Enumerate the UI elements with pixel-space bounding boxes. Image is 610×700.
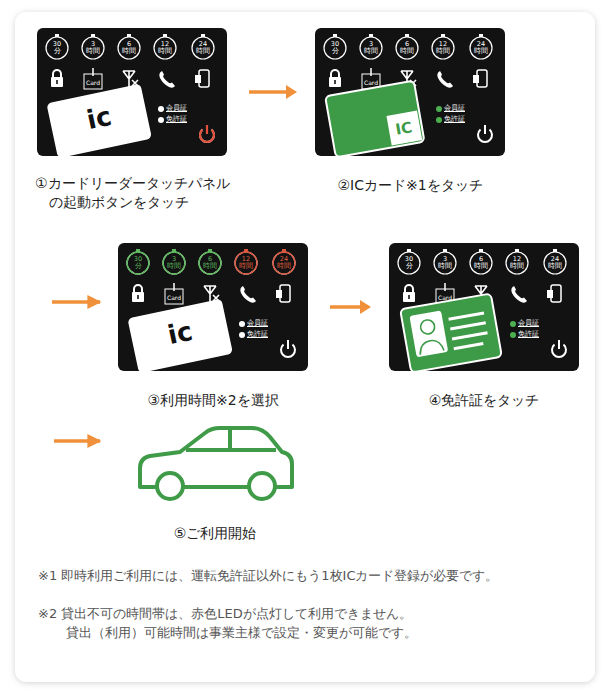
mode-label: 免許証 — [166, 116, 187, 123]
timer-label: 12 時間 — [239, 256, 253, 270]
panel-step: 30 分3 時間6 時間12 時間24 時間Card会員証免許証④免許証をタッチ — [389, 243, 579, 371]
timer-label: 3 時間 — [364, 41, 378, 55]
footnote: ※1 即時利用ご利用には、運転免許証以外にもう1枚ICカード登録が必要です。 — [38, 566, 568, 585]
icon-label: Card — [436, 295, 454, 301]
mode-label: 会員証 — [444, 105, 465, 112]
card-label: ic — [84, 103, 113, 133]
timer-label: 12 時間 — [436, 41, 450, 55]
timer-label: 30 分 — [402, 256, 416, 270]
arrow-head — [360, 300, 371, 314]
car-step: ⑤ご利用開始 — [135, 420, 295, 520]
card-label: ic — [165, 318, 194, 348]
panel-step: 30 分3 時間6 時間12 時間24 時間Cardic会員証免許証③利用時間※… — [118, 243, 308, 371]
timer-label: 24 時間 — [548, 256, 562, 270]
timer-label: 12 時間 — [510, 256, 524, 270]
timer-label: 24 時間 — [196, 41, 210, 55]
timer-label: 24 時間 — [474, 41, 488, 55]
footnote: 貸出（利用）可能時間は事業主様で設定・変更が可能です。 — [66, 623, 586, 642]
panel-step: 30 分3 時間6 時間12 時間24 時間Cardic会員証免許証①カードリー… — [37, 28, 227, 156]
timer-label: 6 時間 — [122, 41, 136, 55]
step-caption: ④免許証をタッチ — [354, 391, 610, 410]
timer-label: 6 時間 — [400, 41, 414, 55]
mode-label: 会員証 — [247, 320, 268, 327]
mode-label: 会員証 — [166, 105, 187, 112]
icon-label: Card — [362, 80, 380, 86]
timer-label: 3 時間 — [167, 256, 181, 270]
timer-label: 30 分 — [50, 41, 64, 55]
timer-label: 30 分 — [131, 256, 145, 270]
icon-label: Card — [84, 80, 102, 86]
timer-label: 3 時間 — [86, 41, 100, 55]
icon-label: Card — [165, 295, 183, 301]
flow-arrow — [330, 305, 362, 309]
step-caption: ①カードリーダータッチパネルの起動ボタンをタッチ — [35, 174, 233, 212]
card-label: IC — [395, 120, 414, 138]
timer-label: 12 時間 — [158, 41, 172, 55]
timer-label: 3 時間 — [438, 256, 452, 270]
timer-label: 6 時間 — [203, 256, 217, 270]
mode-label: 免許証 — [518, 331, 539, 338]
flow-arrow — [249, 90, 288, 94]
timer-label: 6 時間 — [474, 256, 488, 270]
step-caption: ③利用時間※2を選択 — [83, 391, 343, 410]
arrow-head — [286, 85, 297, 99]
timer-label: 24 時間 — [277, 256, 291, 270]
mode-label: 会員証 — [518, 320, 539, 327]
step-caption: ⑤ご利用開始 — [85, 524, 345, 543]
step-caption: ②ICカード※1をタッチ — [280, 176, 540, 195]
panel-step: 30 分3 時間6 時間12 時間24 時間CardIC会員証免許証②ICカード… — [315, 28, 505, 156]
footnote: ※2 貸出不可の時間帯は、赤色LEDが点灯して利用できません。 — [38, 604, 578, 623]
mode-label: 免許証 — [444, 116, 465, 123]
mode-label: 免許証 — [247, 331, 268, 338]
timer-label: 30 分 — [328, 41, 342, 55]
